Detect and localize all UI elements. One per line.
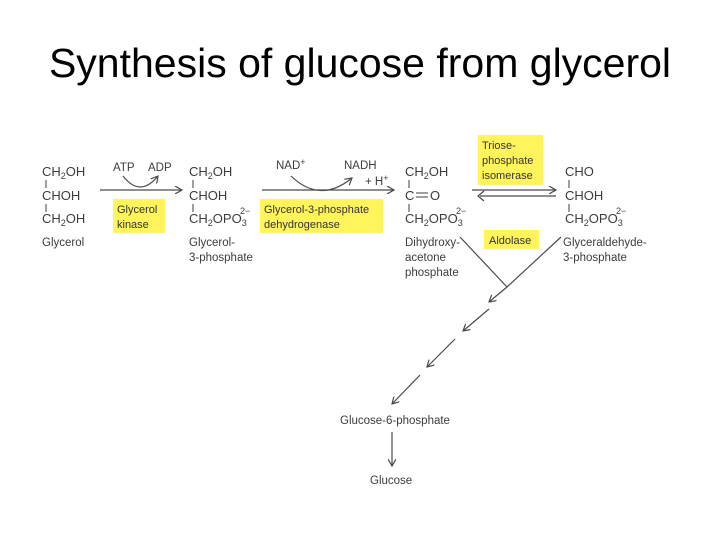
svg-text:CHO: CHO [565, 164, 594, 179]
glycerol-structure: CH2OH CHOH CH2OH Glycerol [42, 164, 85, 249]
tpi-label: Triose- [482, 140, 516, 152]
g6p-label: Glucose-6-phosphate [340, 415, 450, 427]
glycerol-3-phosphate-label: Glycerol- [189, 237, 235, 249]
svg-text:CH2OPO3: CH2OPO3 [189, 211, 247, 228]
svg-text:3-phosphate: 3-phosphate [563, 252, 627, 264]
svg-text:CH2OPO3: CH2OPO3 [565, 211, 623, 228]
glycerol-kinase-box [113, 199, 165, 233]
svg-text:CHOH: CHOH [189, 188, 227, 203]
svg-text:2−: 2− [616, 206, 626, 216]
nad-label: NAD [276, 160, 300, 172]
g3p-dehydrogenase-box [260, 199, 383, 233]
glycerol-3-phosphate-structure: CH2OH CHOH CH2OPO3 2− Glycerol- 3-phosph… [189, 164, 253, 264]
page-title: Synthesis of glucose from glycerol [48, 40, 672, 86]
dhap-structure: CH2OH C O CH2OPO3 2− Dihydroxy- acetone … [405, 164, 466, 279]
svg-text:C: C [405, 188, 414, 203]
gap-label: Glyceraldehyde- [563, 237, 647, 249]
gap-to-aldolase-line [506, 236, 562, 288]
gluconeo-arrow-2 [463, 308, 490, 331]
nad-nadh-arrow [290, 175, 352, 192]
gluconeo-arrow-4 [392, 374, 421, 404]
svg-text:acetone: acetone [405, 252, 446, 264]
glucose-label: Glucose [370, 475, 412, 487]
g3p-dehydrogenase-label: Glycerol-3-phosphate [264, 204, 369, 216]
svg-text:CH2OH: CH2OH [42, 211, 85, 228]
svg-text:NAD+: NAD+ [276, 157, 306, 172]
svg-text:CHOH: CHOH [565, 188, 603, 203]
svg-text:2−: 2− [456, 206, 466, 216]
svg-text:CH2OH: CH2OH [405, 164, 448, 181]
aldolase-box [484, 230, 539, 249]
svg-text:CH2OH: CH2OH [42, 164, 85, 181]
svg-text:dehydrogenase: dehydrogenase [264, 219, 340, 231]
adp-label: ADP [148, 162, 172, 174]
svg-text:CHOH: CHOH [42, 188, 80, 203]
gap-structure: CHO CHOH CH2OPO3 2− Glyceraldehyde- 3-ph… [563, 164, 647, 264]
tpi-box [478, 135, 543, 185]
atp-adp-arrow [122, 176, 158, 188]
aldolase-arrow-1 [489, 286, 508, 302]
gluconeo-arrow-3 [427, 338, 456, 367]
svg-text:phosphate: phosphate [405, 267, 459, 279]
svg-text:isomerase: isomerase [482, 170, 533, 182]
aldolase-label: Aldolase [489, 235, 531, 247]
nadh-label: NADH [344, 160, 377, 172]
svg-text:CH2OH: CH2OH [189, 164, 232, 181]
svg-text:kinase: kinase [117, 219, 149, 231]
dhap-label: Dihydroxy- [405, 237, 460, 249]
svg-text:3-phosphate: 3-phosphate [189, 252, 253, 264]
svg-text:O: O [430, 188, 440, 203]
atp-label: ATP [113, 162, 135, 174]
svg-text:2−: 2− [240, 206, 250, 216]
svg-text:+ H+: + H+ [365, 173, 388, 188]
svg-text:phosphate: phosphate [482, 155, 533, 167]
glycerol-label: Glycerol [42, 237, 84, 249]
svg-text:CH2OPO3: CH2OPO3 [405, 211, 463, 228]
dhap-to-aldolase-line [459, 236, 508, 288]
glycerol-kinase-label: Glycerol [117, 204, 157, 216]
